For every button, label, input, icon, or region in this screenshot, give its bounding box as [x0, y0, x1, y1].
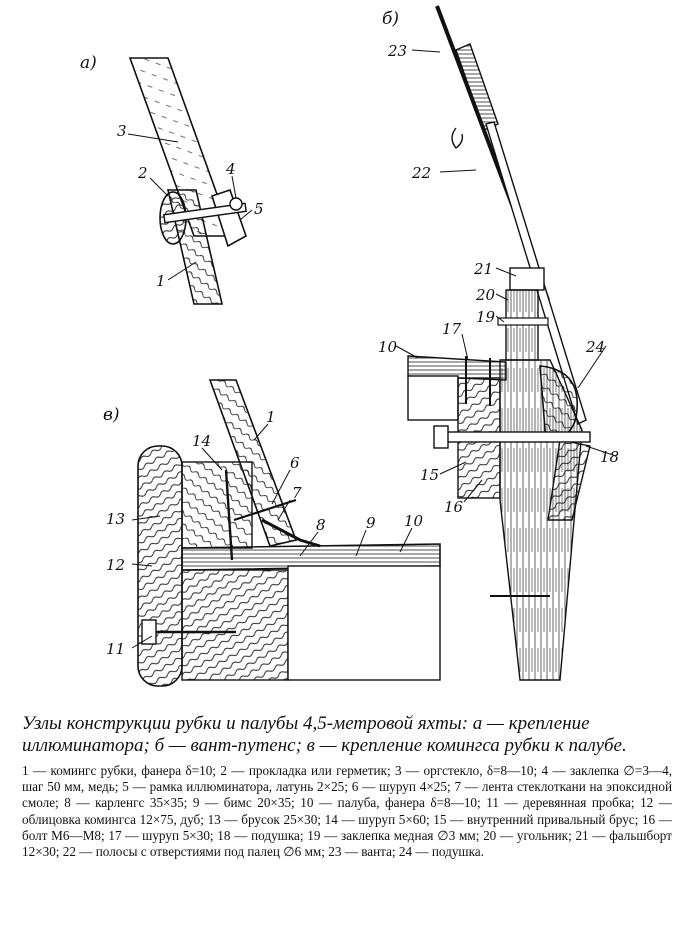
bolt-head — [433, 425, 449, 449]
part-4-label: 4 — [225, 160, 236, 178]
screw-14 — [224, 469, 234, 561]
figure-caption: Узлы конструкции рубки и палубы 4,5-метр… — [22, 713, 672, 860]
section-label-a: а) — [80, 53, 97, 73]
part-3-label: 3 — [117, 122, 127, 140]
part-11-label: 11 — [106, 640, 125, 658]
caption-title: Узлы конструкции рубки и палубы 4,5-метр… — [22, 713, 627, 756]
part-16-label: 16 — [444, 498, 464, 516]
wooden-plug — [141, 619, 157, 645]
deck-beam — [287, 565, 441, 681]
part-19-label: 19 — [476, 308, 496, 326]
section-label-v: в) — [103, 405, 120, 425]
rivet-b — [497, 317, 549, 326]
fiberglass-tape — [261, 518, 321, 548]
part-2-label: 2 — [137, 164, 148, 182]
part-13-label: 13 — [106, 510, 125, 528]
part-21-label: 21 — [473, 260, 493, 278]
part-1-label-v: 1 — [266, 408, 276, 426]
bolt — [439, 431, 591, 443]
pad — [547, 439, 591, 521]
part-15-label: 15 — [420, 466, 439, 484]
carlin — [181, 569, 289, 681]
section-a: а) 3 2 4 5 1 — [80, 53, 264, 305]
shackle-pin — [451, 127, 464, 149]
part-22-label: 22 — [411, 164, 431, 182]
part-8-label: 8 — [316, 516, 326, 534]
coaming-facing — [137, 445, 183, 687]
construction-diagram: а) 3 2 4 5 1 б) — [80, 5, 619, 687]
part-23-label: 23 — [387, 42, 407, 60]
porthole-frame — [210, 188, 247, 248]
rivet-head-a — [229, 197, 243, 211]
rivet-a — [163, 202, 247, 224]
part-1-label-a: 1 — [156, 272, 166, 290]
bulwark-strip — [509, 267, 545, 291]
caption-legend: 1 — комингс рубки, фанера δ=10; 2 — прок… — [22, 763, 672, 860]
section-v: в) 1 14 6 — [103, 379, 441, 687]
section-b: б) — [378, 5, 619, 681]
section-label-b: б) — [382, 9, 399, 29]
batten — [181, 461, 253, 549]
part-9-label: 9 — [366, 514, 376, 532]
shroud-fitting — [455, 43, 499, 131]
part-12-label: 12 — [106, 556, 125, 574]
deck-beam-b — [407, 375, 459, 421]
part-10-label-b: 10 — [378, 338, 398, 356]
part-7-label: 7 — [292, 484, 302, 502]
part-17-label: 17 — [442, 320, 462, 338]
part-5-label: 5 — [254, 200, 264, 218]
part-20-label: 20 — [475, 286, 496, 304]
part-24-label: 24 — [585, 338, 605, 356]
part-10-label-v: 10 — [404, 512, 424, 530]
part-18-label: 18 — [600, 448, 619, 466]
screw-6 — [233, 498, 297, 522]
part-6-label: 6 — [290, 454, 300, 472]
part-14-label: 14 — [192, 432, 211, 450]
